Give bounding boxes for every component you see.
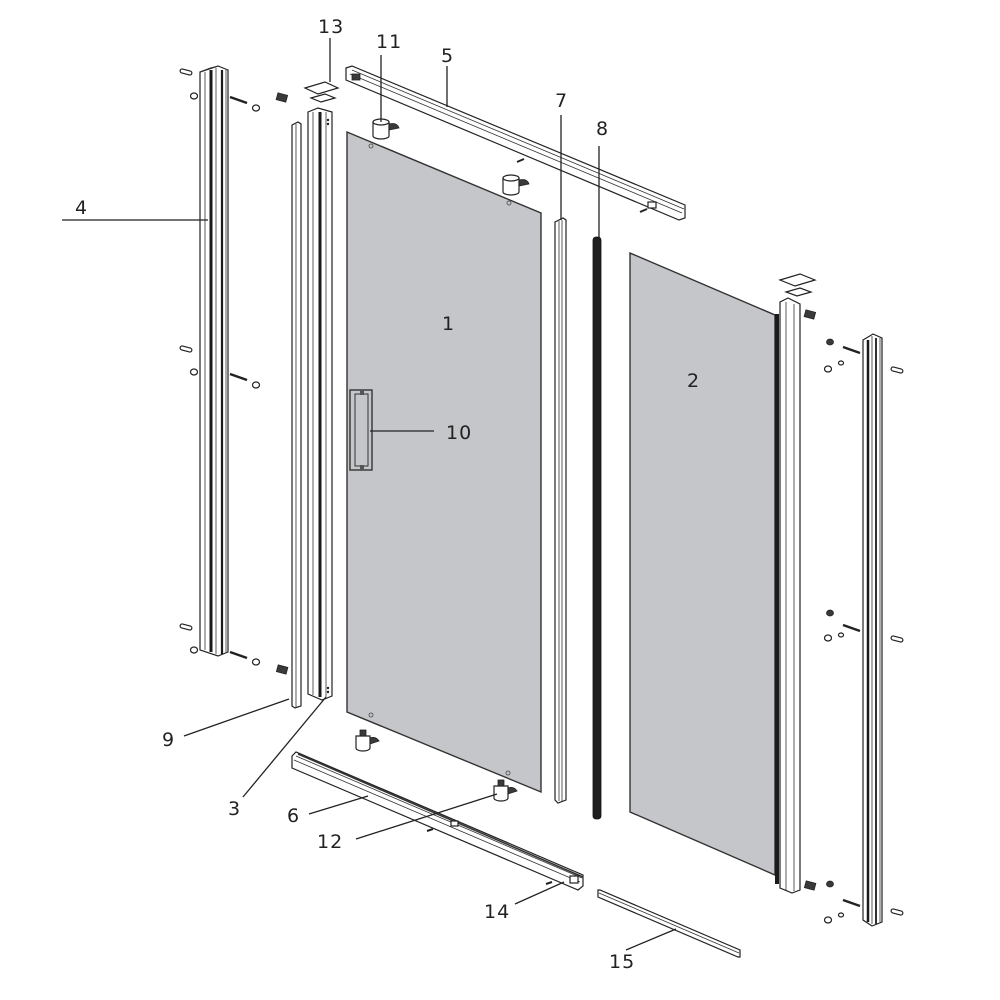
washer-icon	[189, 646, 199, 654]
wall-plug-icon	[179, 623, 193, 631]
bottom-rail	[291, 751, 584, 891]
rail-screw	[545, 881, 553, 885]
callout-4: 4	[75, 197, 88, 219]
right-wall-fixings	[823, 338, 904, 924]
screw-icon	[842, 345, 861, 355]
screw-icon	[229, 650, 248, 660]
clip-icon	[275, 92, 289, 103]
callout-8: 8	[596, 118, 609, 140]
drip-sweep-strip	[597, 889, 741, 958]
right-wall-profile	[862, 333, 883, 927]
fixed-glass-panel	[629, 251, 779, 884]
washer-icon	[251, 658, 261, 666]
door-glass-panel	[346, 130, 542, 794]
washer-icon	[823, 634, 833, 642]
callout-9: 9	[162, 729, 175, 751]
clip-icon	[275, 664, 289, 675]
top-pivot-hinge-2	[502, 174, 530, 196]
top-pivot-hinge	[372, 118, 400, 140]
washer-icon	[251, 381, 261, 389]
right-inner-profile	[779, 297, 817, 894]
wall-plug-icon	[890, 366, 904, 374]
callout-1: 1	[442, 313, 455, 335]
clip-icon	[803, 880, 817, 891]
callout-5: 5	[441, 45, 454, 67]
screw-icon	[229, 372, 248, 382]
end-caps	[303, 81, 817, 297]
nut-icon	[837, 912, 845, 918]
screw-icon	[426, 828, 434, 832]
screw-icon	[842, 898, 861, 908]
callout-10: 10	[446, 422, 472, 444]
magnetic-seal-strip	[592, 236, 602, 820]
bottom-pivot-hinge	[493, 779, 518, 802]
vertical-seal-strip	[554, 217, 567, 804]
callout-7: 7	[555, 90, 568, 112]
washer-icon	[826, 338, 834, 346]
nut-icon	[837, 360, 845, 366]
wall-plug-icon	[179, 345, 193, 353]
door-handle	[349, 389, 373, 471]
callout-15: 15	[609, 951, 635, 973]
washer-icon	[826, 880, 834, 888]
washer-icon	[826, 609, 834, 617]
nut-icon	[837, 632, 845, 638]
screw-icon	[639, 208, 648, 213]
leader-lines	[62, 38, 677, 951]
callout-labels: 1 2 3 4 5 6 7 8 9 10 11 12 13 14 15	[75, 16, 700, 973]
callout-11: 11	[376, 31, 402, 53]
callout-3: 3	[228, 798, 241, 820]
wall-plug-icon	[179, 68, 193, 76]
screw-icon	[229, 95, 248, 105]
screw-icon	[516, 158, 525, 163]
washer-icon	[251, 104, 261, 112]
left-wall-profile	[199, 65, 229, 657]
bottom-pivot-hinge-1	[355, 729, 380, 752]
washer-icon	[189, 368, 199, 376]
washer-icon	[189, 92, 199, 100]
callout-13: 13	[318, 16, 344, 38]
side-seal-strip	[291, 121, 302, 709]
screw-icon	[842, 623, 861, 633]
washer-icon	[823, 365, 833, 373]
wall-plug-icon	[890, 635, 904, 643]
clip-icon	[803, 309, 817, 320]
washer-icon	[823, 916, 833, 924]
callout-6: 6	[287, 805, 300, 827]
top-rail	[345, 65, 686, 221]
left-wall-fixings	[179, 68, 289, 675]
hinge-side-profile	[307, 107, 333, 701]
callout-14: 14	[484, 901, 510, 923]
wall-plug-icon	[890, 908, 904, 916]
callout-2: 2	[687, 370, 700, 392]
callout-12: 12	[317, 831, 343, 853]
